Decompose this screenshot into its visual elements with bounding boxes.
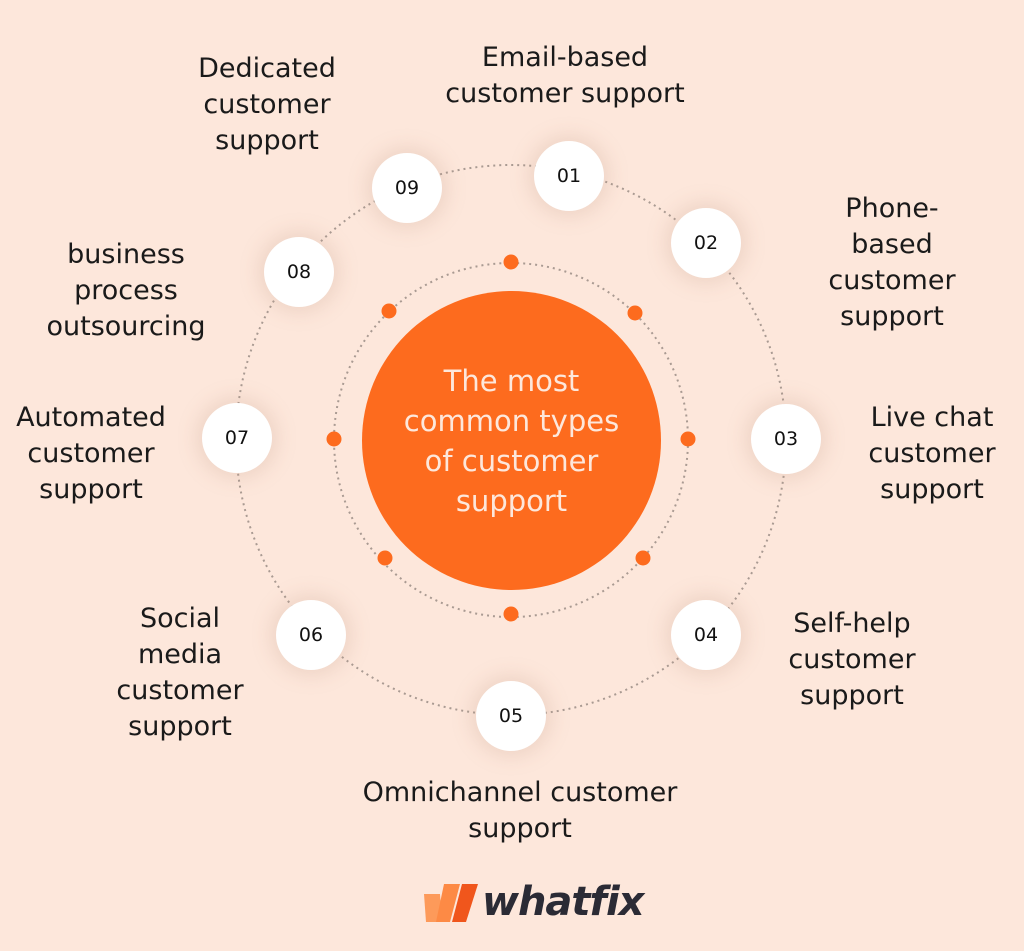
- label-02: Phone-based customer support: [828, 193, 956, 332]
- center-title: The most common types of customer suppor…: [403, 363, 620, 518]
- label-06: Social media customer support: [116, 603, 244, 742]
- accent-dot: [680, 431, 696, 447]
- node-05: 05: [476, 681, 546, 751]
- accent-dot: [381, 303, 397, 319]
- label-05: Omnichannel customer support: [362, 777, 678, 844]
- node-01: 01: [534, 141, 604, 211]
- label-04: Self-help customer support: [788, 608, 916, 711]
- node-02: 02: [671, 208, 741, 278]
- node-07: 07: [202, 403, 272, 473]
- whatfix-logo: whatfix: [422, 879, 644, 925]
- node-04: 04: [671, 600, 741, 670]
- node-06: 06: [276, 600, 346, 670]
- label-07: Automated customer support: [16, 402, 166, 505]
- accent-dot: [635, 550, 651, 566]
- logo-text: whatfix: [482, 879, 644, 925]
- accent-dot: [627, 305, 643, 321]
- node-08: 08: [264, 237, 334, 307]
- label-09: Dedicated customer support: [198, 53, 336, 156]
- accent-dot: [326, 431, 342, 447]
- label-03: Live chat customer support: [868, 402, 996, 505]
- node-03: 03: [751, 404, 821, 474]
- accent-dot: [503, 606, 519, 622]
- whatfix-logo-mark: [424, 884, 478, 922]
- label-08: business process outsourcing: [46, 239, 206, 342]
- node-09: 09: [372, 153, 442, 223]
- center-circle: The most common types of customer suppor…: [362, 291, 661, 590]
- accent-dot: [503, 254, 519, 270]
- accent-dot: [377, 550, 393, 566]
- label-01: Email-based customer support: [445, 42, 685, 109]
